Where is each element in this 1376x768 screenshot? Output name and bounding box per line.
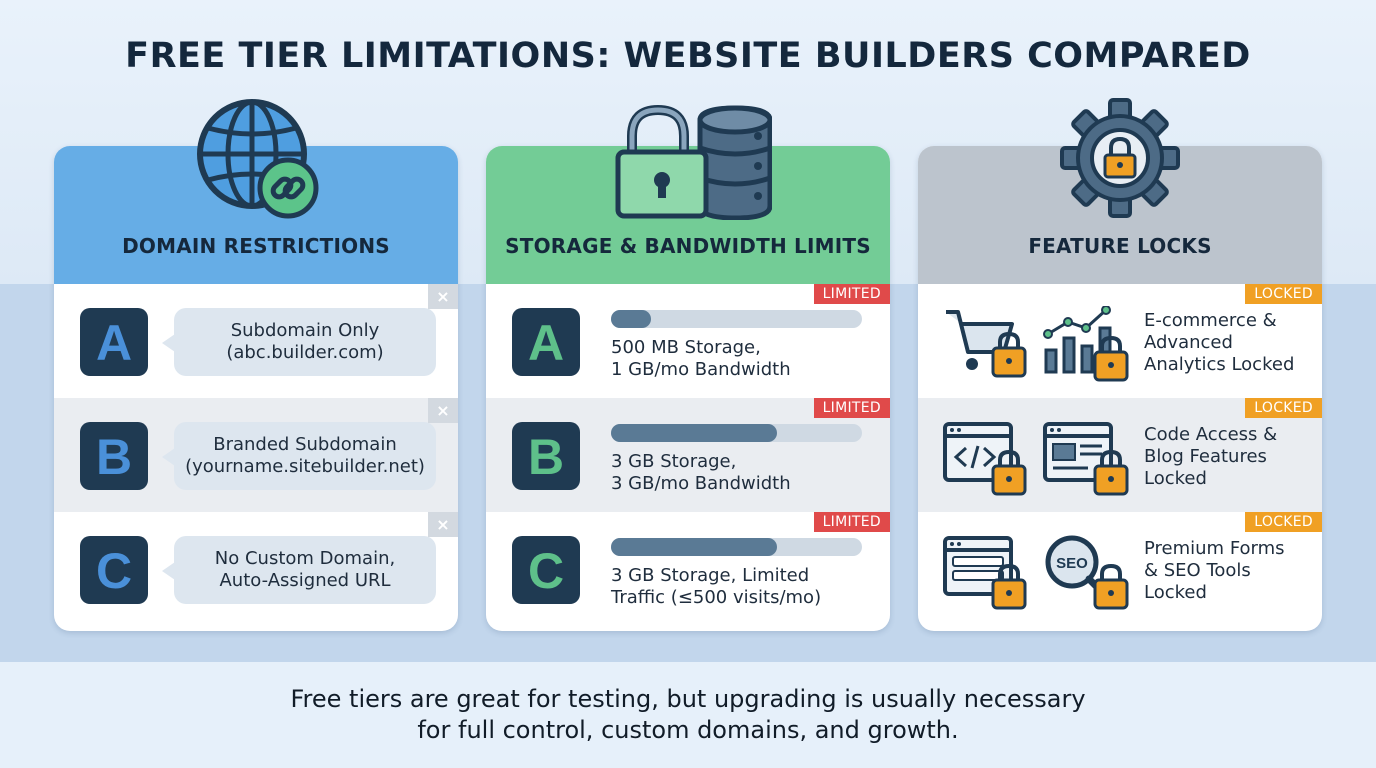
storage-row-c: LIMITED C 3 GB Storage, Limited Traffic … xyxy=(486,512,890,626)
letter-a-badge: A xyxy=(80,308,148,376)
feature-row-ecommerce: LOCKED xyxy=(918,284,1322,398)
feature-forms-text: Premium Forms & SEO Tools Locked xyxy=(1144,538,1285,604)
background-bottom xyxy=(0,662,1376,768)
svg-text:A: A xyxy=(528,315,564,371)
locked-tag: LOCKED xyxy=(1245,398,1322,418)
feature-ecommerce-line3: Analytics Locked xyxy=(1144,354,1295,375)
locked-tag: LOCKED xyxy=(1245,512,1322,532)
domain-row-c: C No Custom Domain, Auto-Assigned URL × xyxy=(54,512,458,626)
footer-line1: Free tiers are great for testing, but up… xyxy=(290,685,1086,713)
footer-note: Free tiers are great for testing, but up… xyxy=(0,684,1376,746)
footer-line2: for full control, custom domains, and gr… xyxy=(417,716,959,744)
limited-tag: LIMITED xyxy=(813,284,890,304)
letter-a-badge: A xyxy=(512,308,580,376)
domain-restrictions-card: DOMAIN RESTRICTIONS A Subdomain Only (ab… xyxy=(54,99,458,631)
code-window-locked-icon xyxy=(943,422,1027,496)
blog-layout-locked-icon xyxy=(1043,422,1129,496)
svg-text:A: A xyxy=(96,315,132,371)
storage-b-bar xyxy=(611,424,862,442)
seo-magnifier-locked-icon: SEO xyxy=(1045,535,1129,610)
domain-card-title: DOMAIN RESTRICTIONS xyxy=(122,234,390,258)
feature-row-code: LOCKED xyxy=(918,398,1322,512)
domain-row-a: A Subdomain Only (abc.builder.com) × xyxy=(54,284,458,398)
domain-a-bubble: Subdomain Only (abc.builder.com) xyxy=(162,308,436,376)
feature-code-text: Code Access & Blog Features Locked xyxy=(1144,424,1277,490)
feature-code-line3: Locked xyxy=(1144,468,1207,489)
feature-ecommerce-line2: Advanced xyxy=(1144,332,1233,353)
globe-link-icon xyxy=(197,99,319,219)
feature-forms-line3: Locked xyxy=(1144,582,1207,603)
close-icon[interactable]: × xyxy=(428,398,458,423)
storage-b-text: 3 GB Storage, 3 GB/mo Bandwidth xyxy=(611,451,791,495)
close-icon[interactable]: × xyxy=(428,284,458,309)
storage-b-line1: 3 GB Storage, xyxy=(611,451,737,472)
feature-code-line2: Blog Features xyxy=(1144,446,1267,467)
storage-c-text: 3 GB Storage, Limited Traffic (≤500 visi… xyxy=(611,565,821,609)
letter-c-badge: C xyxy=(512,536,580,604)
storage-c-bar xyxy=(611,538,862,556)
storage-b-line2: 3 GB/mo Bandwidth xyxy=(611,473,791,494)
feature-ecommerce-line1: E-commerce & xyxy=(1144,310,1277,331)
feature-forms-line1: Premium Forms xyxy=(1144,538,1285,559)
svg-text:C: C xyxy=(96,543,132,599)
analytics-chart-locked-icon xyxy=(1043,306,1129,382)
feature-code-line1: Code Access & xyxy=(1144,424,1278,445)
storage-a-line1: 500 MB Storage, xyxy=(611,337,761,358)
domain-b-line1: Branded Subdomain xyxy=(213,434,397,455)
storage-a-bar-fill xyxy=(611,310,652,328)
svg-text:SEO: SEO xyxy=(1056,555,1088,572)
storage-c-bar-fill xyxy=(611,538,777,556)
features-card-title: FEATURE LOCKS xyxy=(1028,234,1212,258)
storage-c-line2: Traffic (≤500 visits/mo) xyxy=(611,587,822,608)
domain-c-bubble: No Custom Domain, Auto-Assigned URL xyxy=(162,536,436,604)
feature-ecommerce-text: E-commerce & Advanced Analytics Locked xyxy=(1144,310,1294,376)
domain-c-line2: Auto-Assigned URL xyxy=(219,570,391,591)
form-window-locked-icon xyxy=(943,536,1027,610)
domain-a-line1: Subdomain Only xyxy=(230,320,380,341)
domain-row-b: B Branded Subdomain (yourname.sitebuilde… xyxy=(54,398,458,512)
domain-a-line2: (abc.builder.com) xyxy=(226,342,384,363)
close-icon[interactable]: × xyxy=(428,512,458,537)
storage-a-bar xyxy=(611,310,862,328)
storage-card-title: STORAGE & BANDWIDTH LIMITS xyxy=(505,234,871,258)
storage-b-bar-fill xyxy=(611,424,777,442)
storage-row-b: LIMITED B 3 GB Storage, 3 GB/mo Bandwidt… xyxy=(486,398,890,512)
shopping-cart-locked-icon xyxy=(946,310,1027,378)
storage-a-text: 500 MB Storage, 1 GB/mo Bandwidth xyxy=(611,337,791,381)
limited-tag: LIMITED xyxy=(813,398,890,418)
storage-row-a: LIMITED A 500 MB Storage, 1 GB/mo Bandwi… xyxy=(486,284,890,398)
letter-b-badge: B xyxy=(512,422,580,490)
svg-text:B: B xyxy=(528,429,564,485)
letter-b-badge: B xyxy=(80,422,148,490)
padlock-database-icon xyxy=(615,104,772,220)
domain-b-line2: (yourname.sitebuilder.net) xyxy=(185,456,425,477)
gear-lock-icon xyxy=(1060,98,1180,218)
limited-tag: LIMITED xyxy=(813,512,890,532)
page-title: FREE TIER LIMITATIONS: WEBSITE BUILDERS … xyxy=(125,36,1251,76)
feature-row-forms: LOCKED SEO Premium Form xyxy=(918,512,1322,626)
domain-b-bubble: Branded Subdomain (yourname.sitebuilder.… xyxy=(162,422,436,490)
locked-tag: LOCKED xyxy=(1245,284,1322,304)
letter-c-badge: C xyxy=(80,536,148,604)
feature-locks-card: FEATURE LOCKS LOCKED xyxy=(918,98,1322,631)
storage-bandwidth-card: STORAGE & BANDWIDTH LIMITS LIMITED A 500… xyxy=(486,104,890,631)
storage-c-line1: 3 GB Storage, Limited xyxy=(611,565,810,586)
storage-a-line2: 1 GB/mo Bandwidth xyxy=(611,359,791,380)
svg-text:B: B xyxy=(96,429,132,485)
svg-text:C: C xyxy=(528,543,564,599)
feature-forms-line2: & SEO Tools xyxy=(1144,560,1251,581)
domain-c-line1: No Custom Domain, xyxy=(214,548,396,569)
